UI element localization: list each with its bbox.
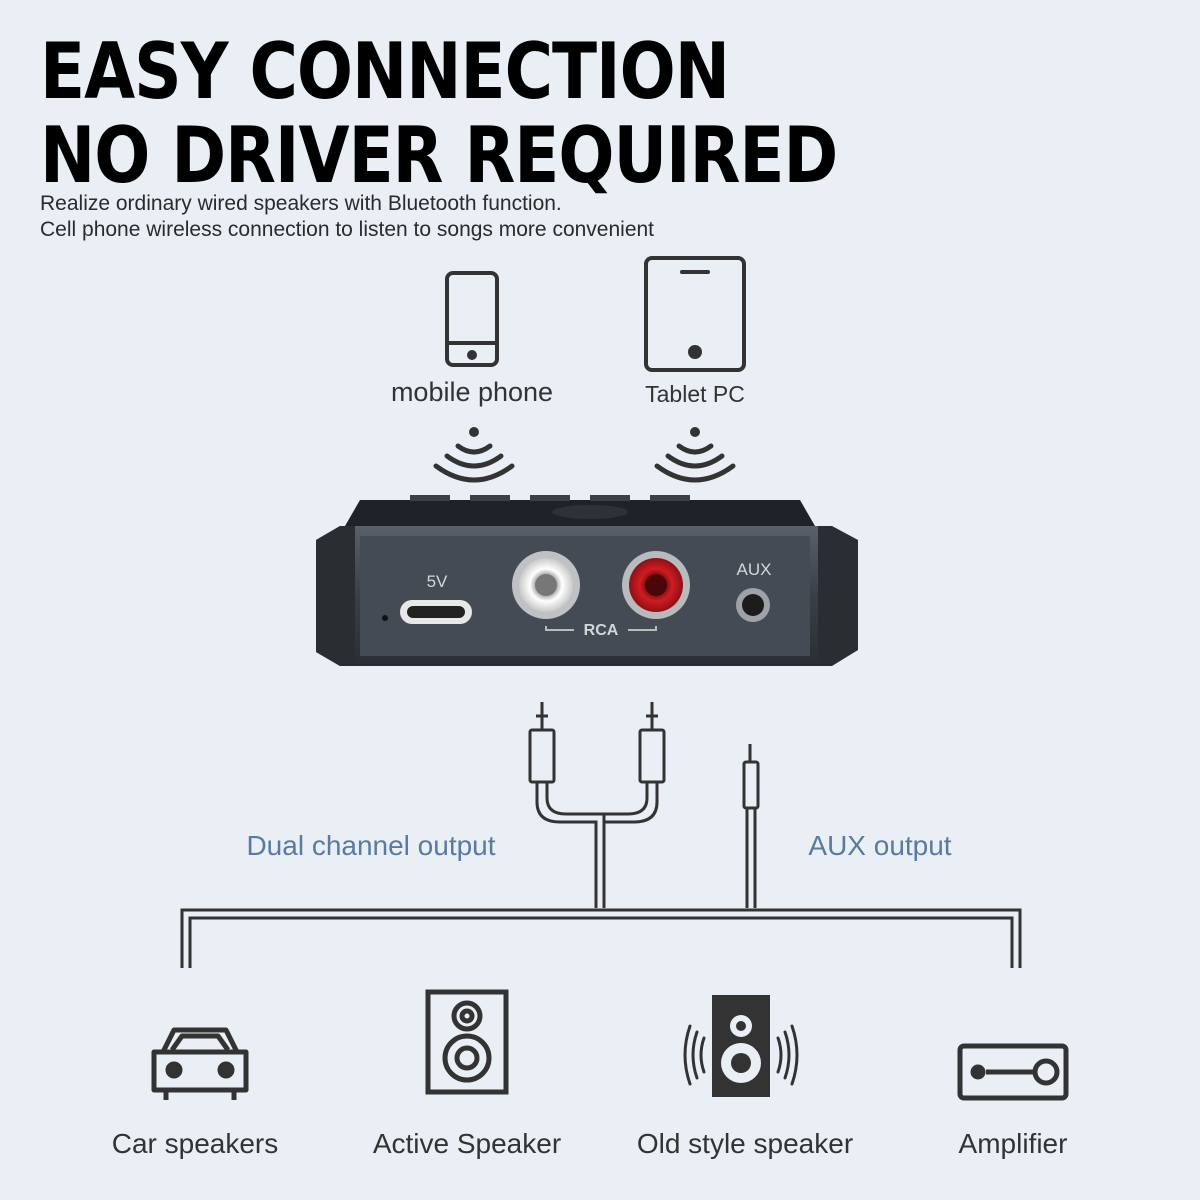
car-icon (151, 1027, 249, 1100)
target-label-old-style-speaker: Old style speaker (636, 1128, 854, 1159)
tablet-icon (644, 256, 746, 372)
port-5v-label: 5V (426, 572, 448, 591)
port-aux-label: AUX (736, 560, 772, 579)
target-label-active-speaker: Active Speaker (372, 1128, 562, 1159)
subtitle-line-2: Cell phone wireless connection to listen… (40, 218, 655, 241)
subtitle-line-1: Realize ordinary wired speakers with Blu… (40, 192, 562, 215)
amplifier-icon (957, 1043, 1069, 1101)
aux-output-label: AUX output (808, 830, 952, 861)
source-label-mobile-phone: mobile phone (390, 377, 554, 407)
headline-line-2: NO DRIVER REQUIRED (40, 110, 838, 201)
headline-line-1: EASY CONNECTION (40, 26, 730, 117)
wireless-signal-icon (654, 427, 736, 483)
bluetooth-receiver-device (316, 495, 858, 666)
wireless-signal-icon (433, 427, 515, 483)
source-label-tablet-pc: Tablet PC (645, 381, 745, 407)
distribution-bus (180, 908, 1022, 968)
dual-channel-output-label: Dual channel output (246, 830, 496, 861)
old-speaker-icon (683, 995, 799, 1097)
aux-cable (742, 744, 760, 908)
target-label-car-speakers: Car speakers (111, 1128, 279, 1159)
mobile-phone-icon (445, 271, 499, 367)
active-speaker-icon (425, 989, 509, 1095)
rca-cable (528, 702, 666, 908)
target-label-amplifier: Amplifier (958, 1128, 1068, 1159)
port-rca-label: RCA (583, 622, 619, 639)
